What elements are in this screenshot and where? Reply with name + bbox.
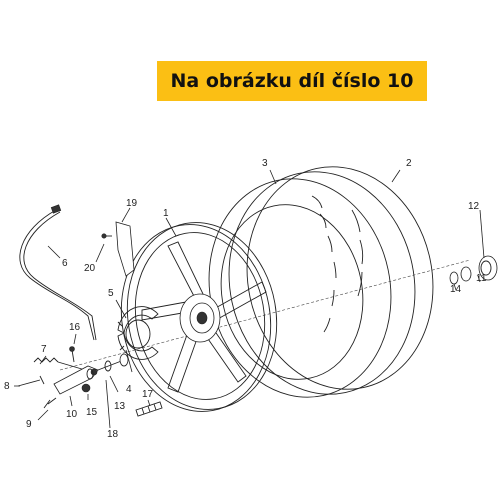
axle [135,401,163,417]
pin [71,349,75,363]
callout-15: 15 [86,407,98,418]
callout-19: 19 [126,198,138,209]
callout-12: 12 [468,201,480,212]
rim [120,222,278,412]
callout-14: 14 [450,284,462,295]
callout-10: 10 [66,409,78,420]
callout-1: 1 [163,208,169,219]
callout-9: 9 [26,419,32,430]
brake-shoes [117,306,159,360]
callout-13: 13 [114,401,126,412]
nut [81,383,91,393]
brake-lever [53,365,99,395]
bolt-lower [43,397,57,409]
bracket [101,221,135,277]
callout-4: 4 [126,384,132,395]
hub-cap [478,255,498,281]
callout-17: 17 [142,389,154,400]
leader-lines [14,169,485,429]
callout-20: 20 [84,263,96,274]
brake-cam [86,353,129,380]
highlighted-part-banner: Na obrázku díl číslo 10 [157,61,427,101]
callout-16: 16 [69,322,81,333]
callout-7: 7 [41,344,47,355]
callout-6: 6 [62,258,68,269]
tire [208,166,434,398]
callout-18: 18 [107,429,119,440]
callout-11: 11 [476,273,487,284]
callout-5: 5 [108,288,114,299]
callout-3: 3 [262,158,268,169]
callout-8: 8 [4,381,10,392]
brake-cable [19,204,97,341]
bolt [17,375,45,387]
axle-nut [460,266,472,282]
callout-2: 2 [406,158,412,169]
washer [449,271,459,285]
